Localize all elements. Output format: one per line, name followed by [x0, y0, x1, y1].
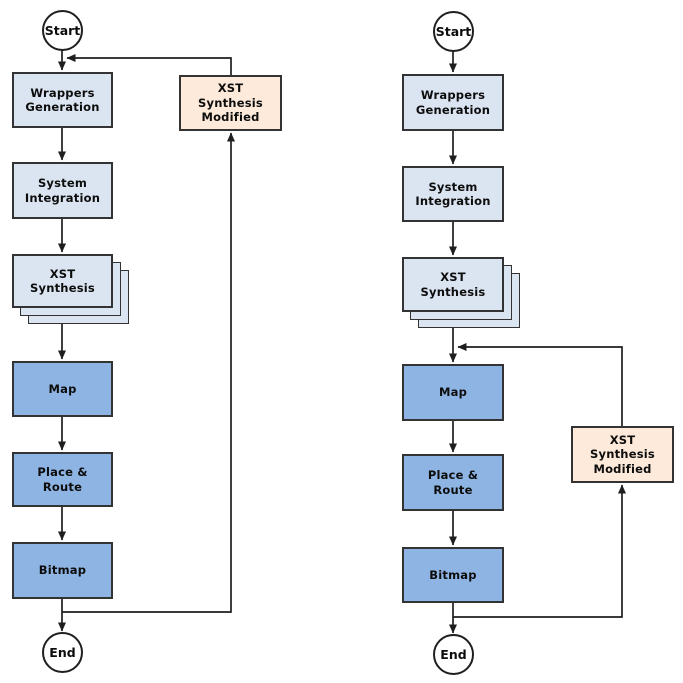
left-xst-synthesis-box: XST Synthesis: [12, 254, 113, 308]
right-map-box: Map: [402, 364, 504, 421]
left-wrappers-generation-box: Wrappers Generation: [12, 72, 113, 128]
left-end-node: End: [42, 632, 83, 673]
right-system-integration-box: System Integration: [402, 166, 504, 222]
left-map-box: Map: [12, 361, 113, 417]
right-start-node: Start: [433, 11, 474, 52]
right-bitmap-box: Bitmap: [402, 547, 504, 603]
right-place-route-box: Place & Route: [402, 454, 504, 511]
right-arrow-xstmodified-to-map-line: [457, 343, 623, 426]
left-bitmap-box: Bitmap: [12, 542, 113, 599]
right-wrappers-generation-box: Wrappers Generation: [402, 74, 504, 131]
left-place-route-box: Place & Route: [12, 452, 113, 507]
left-arrow-loop-to-xstmodified: [62, 132, 235, 613]
left-xst-synthesis-modified-box: XST Synthesis Modified: [179, 75, 282, 131]
right-arrow-loop-to-xstmodified: [453, 484, 626, 618]
right-end-node: End: [433, 634, 474, 675]
left-arrow-xstmodified-to-start-line: [66, 54, 232, 75]
left-start-node: Start: [42, 10, 83, 51]
right-xst-synthesis-box: XST Synthesis: [402, 257, 504, 312]
right-xst-synthesis-modified-box: XST Synthesis Modified: [571, 426, 674, 483]
left-system-integration-box: System Integration: [12, 162, 113, 219]
